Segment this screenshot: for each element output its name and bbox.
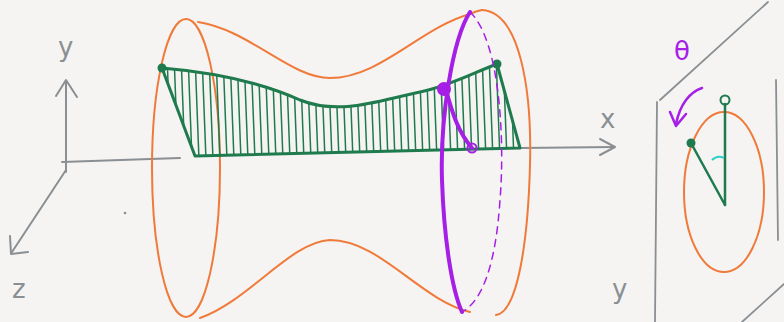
hatch-line <box>503 55 507 160</box>
hatch-line <box>230 55 234 160</box>
hatch-line <box>391 55 395 160</box>
hatch-line <box>258 55 262 160</box>
hatch-line <box>244 55 248 160</box>
x-axis-arrowhead <box>600 139 615 155</box>
radius-line <box>724 104 727 205</box>
purple-point <box>468 144 477 153</box>
hatch-line <box>216 55 220 160</box>
angle-label: θ <box>674 38 690 64</box>
hatching <box>160 55 528 160</box>
axis-label: y <box>612 276 627 302</box>
y-axis-arrowhead <box>56 80 77 97</box>
ring-front <box>442 12 470 312</box>
stray-dot <box>124 212 127 215</box>
left-end-circle <box>152 19 220 317</box>
hatch-line <box>279 55 283 160</box>
hatch-line <box>454 55 458 160</box>
hatch-line <box>426 55 430 160</box>
hatch-line <box>209 55 213 160</box>
hatch-line <box>510 55 514 160</box>
axis-label: y <box>58 34 73 60</box>
hatch-line <box>489 55 493 160</box>
point <box>721 96 730 105</box>
region-outline <box>162 64 520 156</box>
hatch-line <box>356 55 360 160</box>
x-axis <box>62 158 180 162</box>
hatch-line <box>461 55 465 160</box>
bottom-profile <box>200 240 470 318</box>
hatch-line <box>433 55 437 160</box>
hatch-line <box>251 55 255 160</box>
axis-label: x <box>600 106 615 132</box>
top-profile <box>198 14 470 78</box>
hatch-line <box>405 55 409 160</box>
hatch-line <box>419 55 423 160</box>
plane-edge <box>776 80 778 240</box>
hatch-line <box>237 55 241 160</box>
hatch-line <box>384 55 388 160</box>
hatch-line <box>412 55 416 160</box>
hatch-line <box>363 55 367 160</box>
hatch-line <box>272 55 276 160</box>
hatch-line <box>398 55 402 160</box>
hatch-line <box>307 55 311 160</box>
hatch-line <box>286 55 290 160</box>
z-axis-arrowhead <box>10 236 28 254</box>
axis-label: z <box>12 276 26 302</box>
hatch-line <box>524 55 528 160</box>
rotation-arrowhead <box>670 112 686 126</box>
corner-dot <box>158 64 167 73</box>
angle-mark <box>712 157 724 160</box>
radius-line <box>691 143 725 205</box>
y-axis <box>65 82 67 172</box>
hatch-line <box>300 55 304 160</box>
hatch-line <box>293 55 297 160</box>
radius-arc <box>446 90 472 148</box>
hatch-line <box>377 55 381 160</box>
rotation-arrow <box>676 88 702 124</box>
hatch-line <box>167 55 171 160</box>
ring-back <box>462 12 502 312</box>
hatch-line <box>370 55 374 160</box>
plane-edge <box>660 2 768 100</box>
plane-edge <box>655 102 657 322</box>
x-axis <box>520 147 614 148</box>
purple-point <box>437 82 451 96</box>
hatch-line <box>314 55 318 160</box>
z-axis <box>12 170 66 252</box>
plane-edge <box>742 284 784 322</box>
hatch-line <box>202 55 206 160</box>
hatch-line <box>223 55 227 160</box>
hatch-line <box>265 55 269 160</box>
point <box>687 139 696 148</box>
